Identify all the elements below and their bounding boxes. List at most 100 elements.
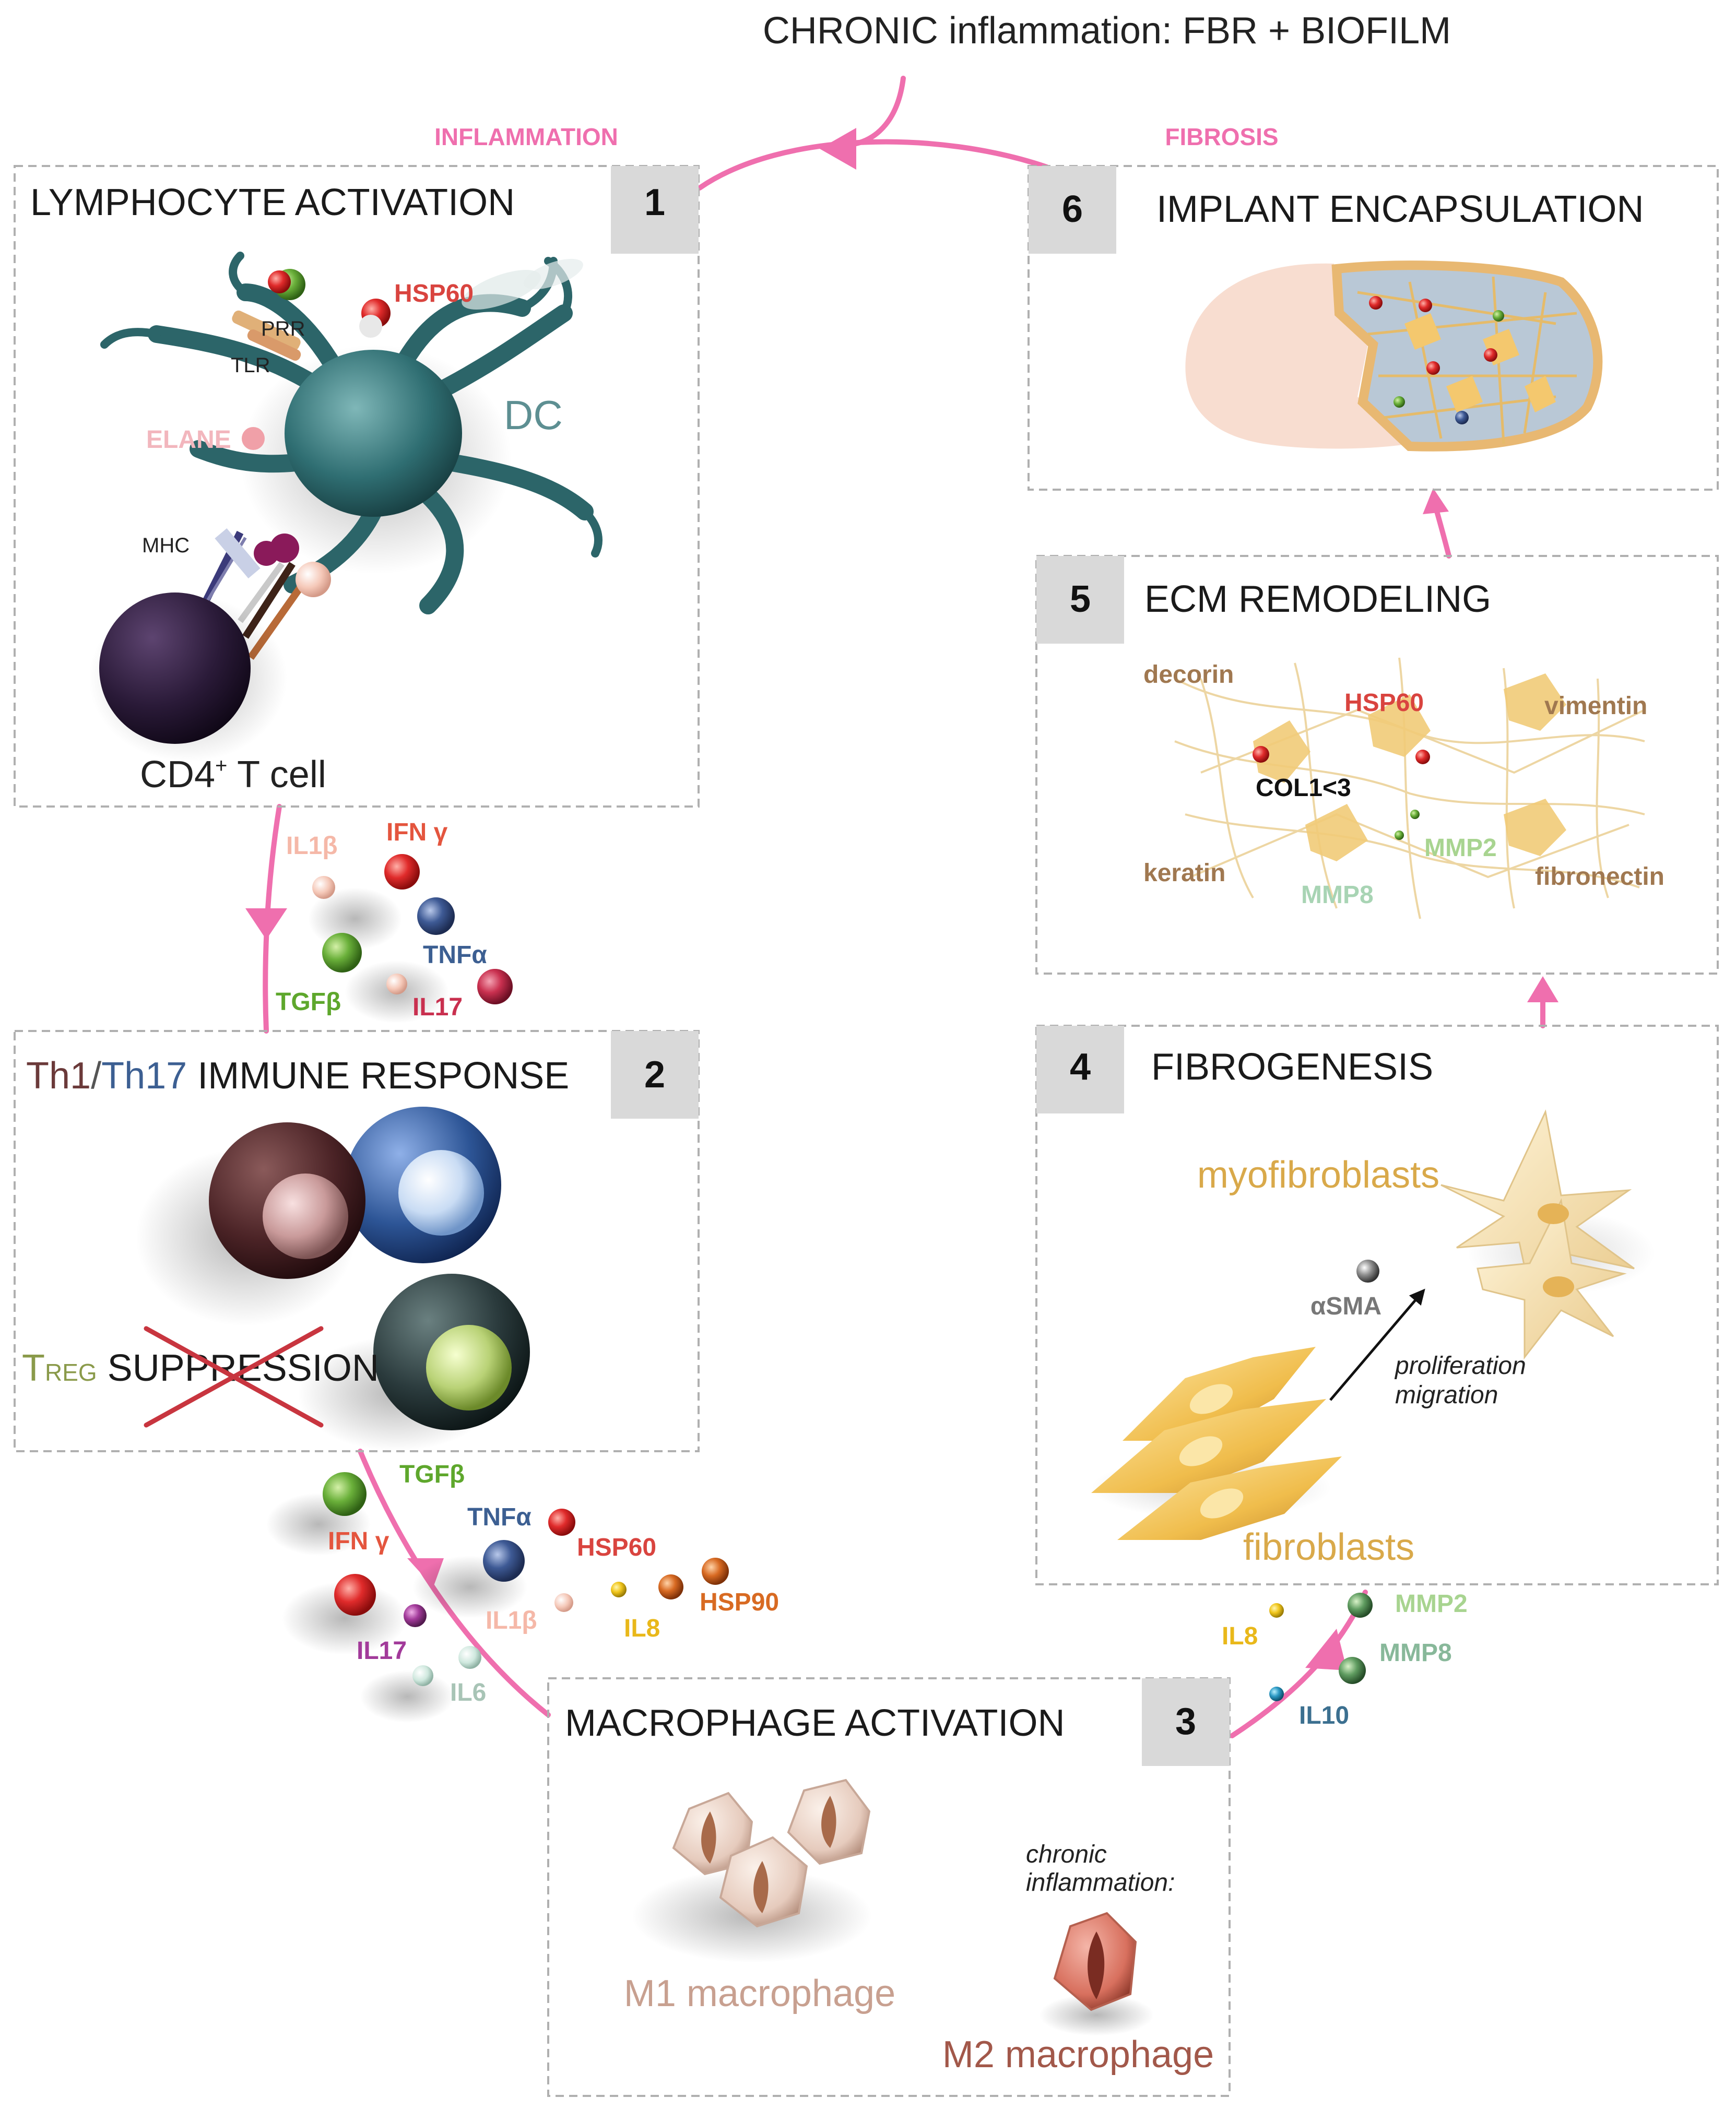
panel-3-number: 3 [1175,1701,1196,1742]
cytokines-2-to-3: TGFβ TNFα HSP60 IFN γ HSP90 IL1β IL8 IL1… [266,1461,779,1723]
suppression-cross [144,1326,324,1428]
panel-fibrogenesis: 4 FIBROGENESIS myofibroblasts αSMA proli… [1035,1025,1719,1585]
panel-3-border [547,1677,1231,2097]
asma-sphere [1356,1260,1379,1283]
c34-il10: IL10 [1299,1702,1349,1729]
c12-il17: IL17 [412,993,463,1021]
c12-il1b: IL1β [286,832,338,860]
cytokines-1-to-2: IL1β IFN γ TNFα TGFβ IL17 [276,819,513,1023]
chronic-label-1: chronic [1026,1841,1107,1868]
arrowhead-4-5 [1527,976,1558,1002]
fibroblast-cells [1091,1347,1342,1540]
panel-5-number: 5 [1070,578,1091,620]
panel-3-title: MACROPHAGE ACTIVATION [565,1702,1065,1744]
panel-6-number: 6 [1062,188,1083,230]
ecm-col: COL1<3 [1256,774,1351,802]
panel-4-number: 4 [1070,1046,1091,1088]
panel-5-title: ECM REMODELING [1144,578,1491,620]
inflammation-label: INFLAMMATION [434,123,618,150]
chronic-label-2: inflammation: [1026,1869,1175,1896]
ecm-fibronectin: fibronectin [1535,863,1664,891]
migration-label: migration [1395,1381,1498,1409]
c12-tnfa: TNFα [423,941,487,969]
c12-ifng: IFN γ [386,819,448,846]
ecm-mmp8: MMP8 [1301,881,1374,909]
c23-tgfb: TGFβ [399,1461,465,1488]
proliferation-arrow [1329,1288,1425,1401]
c23-ifng: IFN γ [328,1527,389,1555]
p1-cd4-label: CD4+ T cell [140,754,326,796]
p1-mhc-label: MHC [142,534,190,557]
p1-dc-label: DC [504,392,563,438]
panel-6-border [1028,165,1719,491]
panel-4-title: FIBROGENESIS [1151,1046,1433,1088]
ecm-hsp60-sphere-1 [1253,746,1269,763]
c23-il1b: IL1β [486,1607,537,1634]
c23-il8: IL8 [624,1615,660,1642]
panel-1-number: 1 [644,182,665,223]
c12-tgfb: TGFβ [276,988,341,1016]
m1-macrophages [632,1779,872,1963]
panel-2-number: 2 [644,1054,665,1096]
panel-2-title: Th1/Th17 IMMUNE RESPONSE [26,1055,569,1097]
proliferation-label: proliferation [1394,1352,1526,1380]
myofibroblasts-label: myofibroblasts [1197,1154,1439,1196]
c23-tnfa: TNFα [467,1503,532,1531]
ecm-keratin: keratin [1143,859,1225,887]
cytokines-3-to-4: IL8 MMP2 MMP8 IL10 [1222,1590,1468,1729]
ecm-decorin: decorin [1143,661,1234,689]
c23-il6: IL6 [450,1679,486,1706]
panel-immune-response: 2 Th1/Th17 IMMUNE RESPONSE TREG SUPPRESS… [14,1030,700,1452]
panel-implant-encapsulation: 6 IMPLANT ENCAPSULATION [1028,165,1719,491]
panel-lymphocyte-activation: 1 LYMPHOCYTE ACTIVATION [14,165,700,808]
receptors [232,258,583,450]
treg-suppression-label: TREG SUPPRESSION [22,1347,379,1389]
ecm-cells [1253,673,1566,861]
panel-2-border [14,1030,700,1452]
c23-hsp90: HSP90 [700,1589,779,1616]
panel-ecm-remodeling: 5 ECM REMODELING decorin HSP60 vimenti [1035,555,1719,975]
panel-4-number-box [1036,1026,1124,1113]
ecm-mmp-sphere-1 [1410,810,1420,819]
arrowhead-1-2 [245,908,287,940]
p1-hsp60-label: HSP60 [394,280,474,307]
p1-prr-label: PRR [261,317,305,340]
panel-5-number-box [1036,556,1124,644]
fibrosis-label: FIBROSIS [1165,123,1278,150]
ecm-hsp60: HSP60 [1344,689,1424,717]
panel-6-title: IMPLANT ENCAPSULATION [1156,188,1644,230]
arrow-top-feed [854,76,906,146]
c34-mmp2: MMP2 [1395,1590,1468,1618]
asma-label: αSMA [1310,1293,1381,1320]
panel-1-border [14,165,700,808]
m1-label: M1 macrophage [624,1973,895,2014]
panel-1-number-box [611,166,699,254]
m2-label: M2 macrophage [942,2034,1214,2076]
panel-5-border [1035,555,1719,975]
c34-mmp8: MMP8 [1379,1639,1452,1667]
p1-tlr-label: TLR [231,354,270,377]
panel-1-title: LYMPHOCYTE ACTIVATION [30,182,515,223]
panel-4-border [1035,1025,1719,1585]
arrowhead-3-4 [1305,1629,1347,1670]
arrow-6-to-1 [697,139,1049,191]
ecm-hsp60-sphere-2 [1415,750,1430,764]
c23-hsp60: HSP60 [577,1534,656,1561]
panel-3-number-box [1142,1678,1230,1766]
panel-2-number-box [611,1031,699,1119]
panel-macrophage-activation: 3 MACROPHAGE ACTIVATION M1 macrophage ch… [547,1677,1231,2097]
p1-elane-label: ELANE [146,426,231,454]
arrowhead-top [820,128,856,170]
implant-capsule [1185,260,1603,452]
cd4-t-cell [99,592,251,744]
c23-il17: IL17 [357,1637,407,1665]
ecm-mmp-sphere-2 [1395,831,1404,840]
diagram-title: CHRONIC inflammation: FBR + BIOFILM [763,10,1451,52]
m2-macrophage [1039,1912,1154,2036]
ecm-mmp2: MMP2 [1424,834,1497,862]
ecm-vimentin: vimentin [1544,692,1647,720]
panel-6-number-box [1029,166,1116,254]
c34-il8: IL8 [1222,1622,1258,1650]
arrowhead-5-6 [1423,488,1449,514]
